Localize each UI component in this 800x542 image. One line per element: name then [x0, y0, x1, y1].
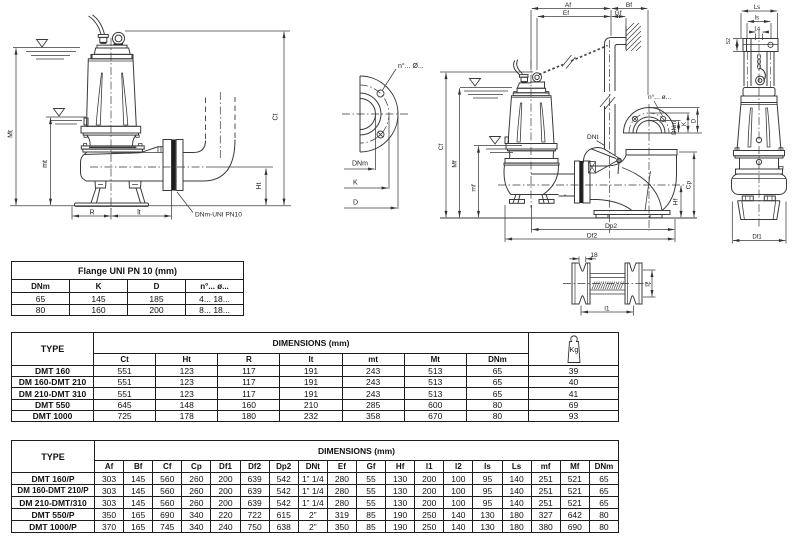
- svg-text:Ef: Ef: [563, 10, 569, 17]
- svg-text:Bf: Bf: [626, 2, 632, 9]
- svg-text:Mt: Mt: [8, 130, 15, 138]
- svg-text:DNm-UNI PN10: DNm-UNI PN10: [195, 212, 242, 219]
- svg-text:lt: lt: [137, 210, 141, 217]
- svg-text:Df2: Df2: [587, 233, 598, 240]
- svg-text:52: 52: [726, 38, 732, 44]
- svg-text:Hf: Hf: [673, 199, 680, 206]
- svg-text:n°... Ø...: n°... Ø...: [398, 62, 424, 70]
- svg-text:Dp2: Dp2: [605, 223, 617, 230]
- svg-text:Cf: Cf: [438, 144, 445, 151]
- svg-text:mf: mf: [471, 184, 478, 191]
- svg-text:l2: l2: [645, 281, 652, 286]
- svg-text:Df1: Df1: [752, 235, 762, 241]
- svg-text:Ct: Ct: [273, 113, 280, 120]
- svg-text:mt: mt: [42, 160, 49, 168]
- svg-text:Ls: Ls: [754, 5, 760, 11]
- svg-text:Gf: Gf: [615, 10, 622, 17]
- svg-text:Ht: Ht: [256, 182, 263, 189]
- svg-text:l1: l1: [604, 306, 609, 313]
- svg-text:DNm: DNm: [672, 121, 678, 135]
- svg-text:K: K: [682, 122, 688, 126]
- svg-text:ls: ls: [755, 16, 759, 22]
- svg-text:D: D: [692, 118, 698, 123]
- svg-text:Cp: Cp: [686, 180, 693, 189]
- svg-text:18: 18: [590, 252, 598, 259]
- svg-text:Kg: Kg: [569, 345, 578, 354]
- svg-text:Af: Af: [565, 2, 571, 9]
- svg-text:K: K: [353, 180, 358, 187]
- svg-text:14: 14: [754, 27, 760, 33]
- svg-text:D: D: [353, 200, 358, 207]
- svg-text:Mf: Mf: [452, 160, 459, 167]
- svg-text:DNt: DNt: [587, 134, 599, 141]
- svg-text:DNm: DNm: [352, 161, 368, 168]
- svg-text:n°... ø...: n°... ø...: [648, 93, 671, 101]
- svg-text:R: R: [89, 210, 94, 217]
